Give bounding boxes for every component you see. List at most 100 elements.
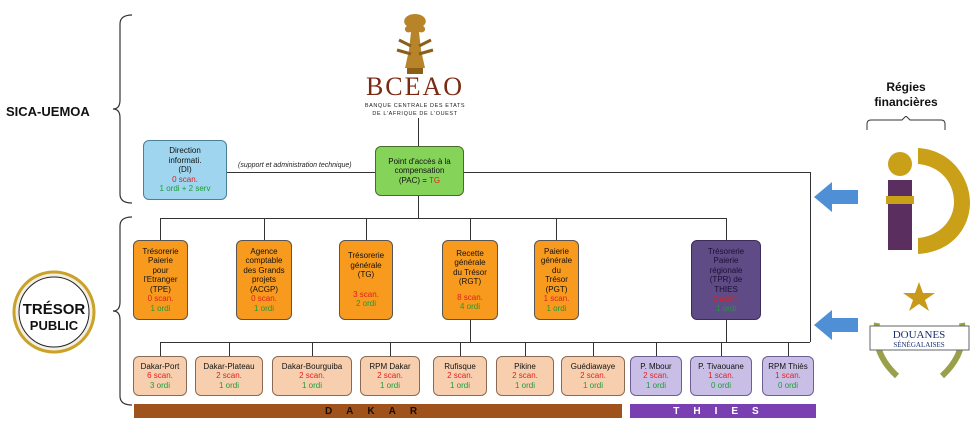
pikine-ordi: 1 ordi [514,380,535,390]
tpr-line: (TPR) de [709,275,743,285]
dakar-port-scan: 6 scan. [147,371,173,381]
connector-right-vertical [810,172,811,342]
pikine-name: Pikine [514,361,536,371]
connector-bceao-pac [418,118,419,146]
rufisque-ordi: 1 ordi [449,380,470,390]
node-acgp: Agence comptable des Grands projets (ACG… [236,240,292,320]
node-rpm-thies: RPM Thiès 1 scan. 0 ordi [762,356,814,396]
support-text: (support et administration technique) [238,162,352,169]
pgt-line: générale [540,256,573,266]
tpr-line: THIES [714,284,738,294]
rpm-dakar-name: RPM Dakar [369,361,411,371]
guediawaye-scan: 2 scan. [580,371,606,381]
acgp-line: des Grands [243,265,285,275]
di-line2: informati. [168,155,202,165]
connector-tpe-drop [160,218,161,240]
douanes-logo-line1: DOUANES [893,329,946,341]
regies-logo-icon [886,148,970,254]
pgt-ordi: 1 ordi [546,303,567,313]
tg-ordi: 2 ordi [355,299,376,309]
node-rufisque: Rufisque 2 scan. 1 ordi [433,356,487,396]
rpm-dakar-scan: 2 scan. [377,371,403,381]
connector-rgt-drop [470,218,471,240]
bceao-subtitle-2: DE L'AFRIQUE DE L'OUEST [372,111,458,117]
node-pgt: Paierie générale du Trésor (PGT) 1 scan.… [534,240,579,320]
drop-p-tivaouane [721,342,722,356]
region-bar-thies: THIES [630,404,816,418]
tpe-line: l'Etranger [143,275,178,285]
tpr-line: régionale [709,265,743,275]
dakar-plateau-scan: 2 scan. [216,371,242,381]
connector-tg-drop [366,218,367,240]
pikine-scan: 2 scan. [512,371,538,381]
rpm-dakar-ordi: 1 ordi [379,380,400,390]
connector-di-pac [227,172,375,173]
pac-line3: (PAC) = TG [399,176,440,186]
di-line1: Direction [169,146,201,156]
guediawaye-ordi: 1 ordi [582,380,603,390]
connector-level2-bus [160,218,726,219]
tresor-bracket [112,216,133,406]
node-p-tivaouane: P. Tivaouane 1 scan. 0 ordi [690,356,752,396]
di-scan: 0 scan. [172,174,198,184]
tg-line: générale [350,260,382,270]
node-tpr-thies: Trésorerie Paierie régionale (TPR) de TH… [691,240,761,320]
tpr-line: Trésorerie [707,246,745,256]
tpe-scan: 0 scan. [147,294,174,304]
tg-line: Trésorerie [347,251,385,261]
tpe-line: pour [152,265,169,275]
pgt-line: (PGT) [545,284,568,294]
pgt-line: Trésor [545,275,568,285]
rgt-line: du Trésor [453,267,487,277]
regies-bracket [866,116,946,130]
node-rpm-dakar: RPM Dakar 2 scan. 1 ordi [360,356,420,396]
douanes-arrow-icon [814,310,858,340]
rgt-line: Recette [456,248,484,258]
regies-label: Régies financières [874,80,938,109]
node-p-mbour: P. Mbour 2 scan. 1 ordi [630,356,682,396]
rpm-thies-name: RPM Thiès [768,361,808,371]
node-direction-informatique: Direction informati. (DI) 0 scan. 1 ordi… [143,140,227,200]
pgt-scan: 1 scan. [543,294,570,304]
dakar-bourguiba-name: Dakar-Bourguiba [281,361,343,371]
dakar-bourguiba-scan: 2 scan. [299,371,325,381]
drop-rpm-dakar [390,342,391,356]
p-mbour-scan: 2 scan. [643,371,669,381]
sica-bracket [112,14,133,204]
node-dakar-plateau: Dakar-Plateau 2 scan. 1 ordi [195,356,263,396]
pac-line2: compensation [394,166,445,176]
pac-line1: Point d'accès à la [388,156,451,166]
acgp-line: Agence [250,246,278,256]
node-pikine: Pikine 2 scan. 1 ordi [496,356,554,396]
pac-line3-tg: TG [429,175,441,185]
connector-pac-right [464,172,810,173]
rgt-scan: 8 scan. [457,292,483,302]
bceao-name: BCEAO [365,72,465,101]
acgp-line: comptable [245,256,283,266]
douanes-logo-line2: SÉNÉGALAISES [893,341,944,349]
acgp-line: projets [251,275,276,285]
drop-p-mbour [656,342,657,356]
tg-scan: 3 scan. [353,289,379,299]
di-line3: (DI) [178,165,192,175]
rgt-line: générale [454,258,486,267]
drop-pikine [525,342,526,356]
node-tpe: Trésorerie Paierie pour l'Etranger (TPE)… [133,240,188,320]
drop-dakar-bourguiba [312,342,313,356]
regies-arrow-icon [814,182,858,212]
tpe-ordi: 1 ordi [150,303,171,313]
guediawaye-name: Guédiawaye [570,361,616,371]
connector-pac-down [418,196,419,218]
connector-pgt-drop [556,218,557,240]
node-guediawaye: Guédiawaye 2 scan. 1 ordi [561,356,625,396]
acgp-scan: 0 scan. [251,294,277,304]
tpr-scan: 2 scan. [713,294,739,304]
tpe-line: Paierie [148,256,173,266]
tresor-logo-line2: PUBLIC [30,318,79,333]
dakar-plateau-ordi: 1 ordi [218,380,239,390]
connector-tpr-drop [726,218,727,240]
drop-dakar-plateau [229,342,230,356]
dakar-port-name: Dakar-Port [140,361,180,371]
node-dakar-port: Dakar-Port 6 scan. 3 ordi [133,356,187,396]
drop-rpm-thies [788,342,789,356]
